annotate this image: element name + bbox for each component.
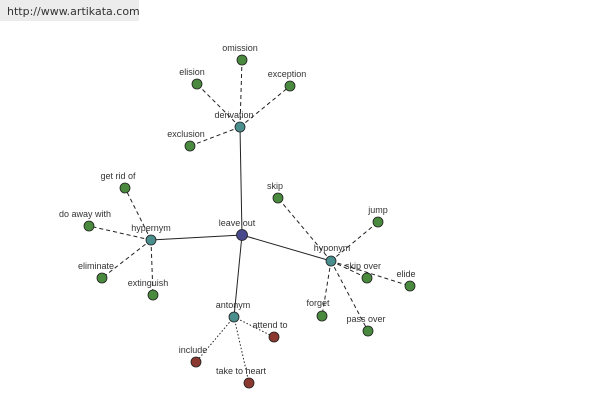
node-label-hypernym[interactable]: hypernym <box>131 223 171 233</box>
edge-derivation-elision <box>196 83 241 128</box>
node-label-take-to-heart[interactable]: take to heart <box>216 366 267 376</box>
edge-antonym-include <box>195 316 235 363</box>
node-dot-take-to-heart[interactable] <box>243 377 255 389</box>
node-do-away-with[interactable]: do away with <box>59 209 111 232</box>
node-exception[interactable]: exception <box>268 69 307 92</box>
node-label-get-rid-of[interactable]: get rid of <box>100 171 136 181</box>
edge-derivation-exclusion <box>189 126 241 147</box>
node-label-elision[interactable]: elision <box>179 67 205 77</box>
node-label-elide[interactable]: elide <box>396 269 415 279</box>
edge-hyponym-jump <box>330 221 379 262</box>
node-forget[interactable]: forget <box>306 298 330 322</box>
site-url-link[interactable]: http://www.artikata.com <box>7 5 140 18</box>
node-dot-elision[interactable] <box>191 78 203 90</box>
node-hyponym[interactable]: hyponym <box>314 243 351 267</box>
node-dot-skip-over[interactable] <box>361 272 373 284</box>
edge-antonym-take-to-heart <box>233 316 250 384</box>
edge-hypernym-extinguish <box>150 239 154 296</box>
node-omission[interactable]: omission <box>222 43 258 66</box>
node-dot-hypernym[interactable] <box>145 234 157 246</box>
node-elision[interactable]: elision <box>179 67 205 90</box>
node-include[interactable]: include <box>179 345 208 368</box>
node-dot-hyponym[interactable] <box>325 255 337 267</box>
edge-antonym-attend-to <box>233 316 275 338</box>
edge-hypernym-eliminate <box>101 239 152 279</box>
node-eliminate[interactable]: eliminate <box>78 261 114 284</box>
node-label-do-away-with[interactable]: do away with <box>59 209 111 219</box>
node-dot-skip[interactable] <box>272 192 284 204</box>
node-label-pass-over[interactable]: pass over <box>346 314 385 324</box>
node-get-rid-of[interactable]: get rid of <box>100 171 136 194</box>
node-take-to-heart[interactable]: take to heart <box>216 366 267 389</box>
node-hypernym[interactable]: hypernym <box>131 223 171 246</box>
edge-hypernym-do-away-with <box>88 225 152 241</box>
node-attend-to[interactable]: attend to <box>252 320 288 343</box>
node-label-leave-out[interactable]: leave out <box>219 218 256 228</box>
node-dot-exclusion[interactable] <box>184 140 196 152</box>
node-skip[interactable]: skip <box>267 181 284 204</box>
node-label-hyponym[interactable]: hyponym <box>314 243 351 253</box>
node-dot-derivation[interactable] <box>234 121 246 133</box>
node-dot-omission[interactable] <box>236 54 248 66</box>
edge-leave-out-derivation <box>239 126 243 236</box>
node-derivation[interactable]: derivation <box>214 110 254 133</box>
node-label-exclusion[interactable]: exclusion <box>167 129 205 139</box>
node-dot-leave-out[interactable] <box>236 229 248 241</box>
node-label-extinguish[interactable]: extinguish <box>128 278 169 288</box>
edge-hyponym-forget <box>321 260 332 317</box>
node-dot-antonym[interactable] <box>228 311 240 323</box>
node-jump[interactable]: jump <box>367 205 388 228</box>
edge-hypernym-get-rid-of <box>124 187 152 241</box>
node-label-attend-to[interactable]: attend to <box>252 320 287 330</box>
edge-leave-out-hypernym <box>150 234 243 241</box>
edge-leave-out-hyponym <box>241 234 332 262</box>
node-dot-forget[interactable] <box>316 310 328 322</box>
node-pass-over[interactable]: pass over <box>346 314 386 337</box>
node-label-skip-over[interactable]: skip over <box>345 261 381 271</box>
node-label-skip[interactable]: skip <box>267 181 283 191</box>
site-banner[interactable]: http://www.artikata.com <box>0 0 140 21</box>
node-label-omission[interactable]: omission <box>222 43 258 53</box>
node-dot-get-rid-of[interactable] <box>119 182 131 194</box>
node-leave-out[interactable]: leave out <box>219 218 256 241</box>
edge-derivation-exception <box>239 85 291 128</box>
node-label-jump[interactable]: jump <box>367 205 388 215</box>
node-dot-eliminate[interactable] <box>96 272 108 284</box>
edge-leave-out-antonym <box>233 234 243 318</box>
node-extinguish[interactable]: extinguish <box>128 278 169 301</box>
edge-layer <box>88 59 411 384</box>
node-label-include[interactable]: include <box>179 345 208 355</box>
node-dot-exception[interactable] <box>284 80 296 92</box>
node-dot-do-away-with[interactable] <box>83 220 95 232</box>
node-dot-extinguish[interactable] <box>147 289 159 301</box>
node-label-exception[interactable]: exception <box>268 69 307 79</box>
node-dot-elide[interactable] <box>404 280 416 292</box>
edge-hyponym-pass-over <box>330 260 369 332</box>
node-skip-over[interactable]: skip over <box>345 261 381 284</box>
node-label-eliminate[interactable]: eliminate <box>78 261 114 271</box>
node-label-antonym[interactable]: antonym <box>216 300 251 310</box>
node-label-forget[interactable]: forget <box>306 298 330 308</box>
node-dot-include[interactable] <box>190 356 202 368</box>
node-dot-jump[interactable] <box>372 216 384 228</box>
node-dot-pass-over[interactable] <box>362 325 374 337</box>
node-layer: leave out derivation hypernym hyponym antony… <box>59 43 416 389</box>
node-dot-attend-to[interactable] <box>268 331 280 343</box>
node-label-derivation[interactable]: derivation <box>214 110 253 120</box>
node-exclusion[interactable]: exclusion <box>167 129 205 152</box>
node-antonym[interactable]: antonym <box>216 300 251 323</box>
node-elide[interactable]: elide <box>396 269 416 292</box>
